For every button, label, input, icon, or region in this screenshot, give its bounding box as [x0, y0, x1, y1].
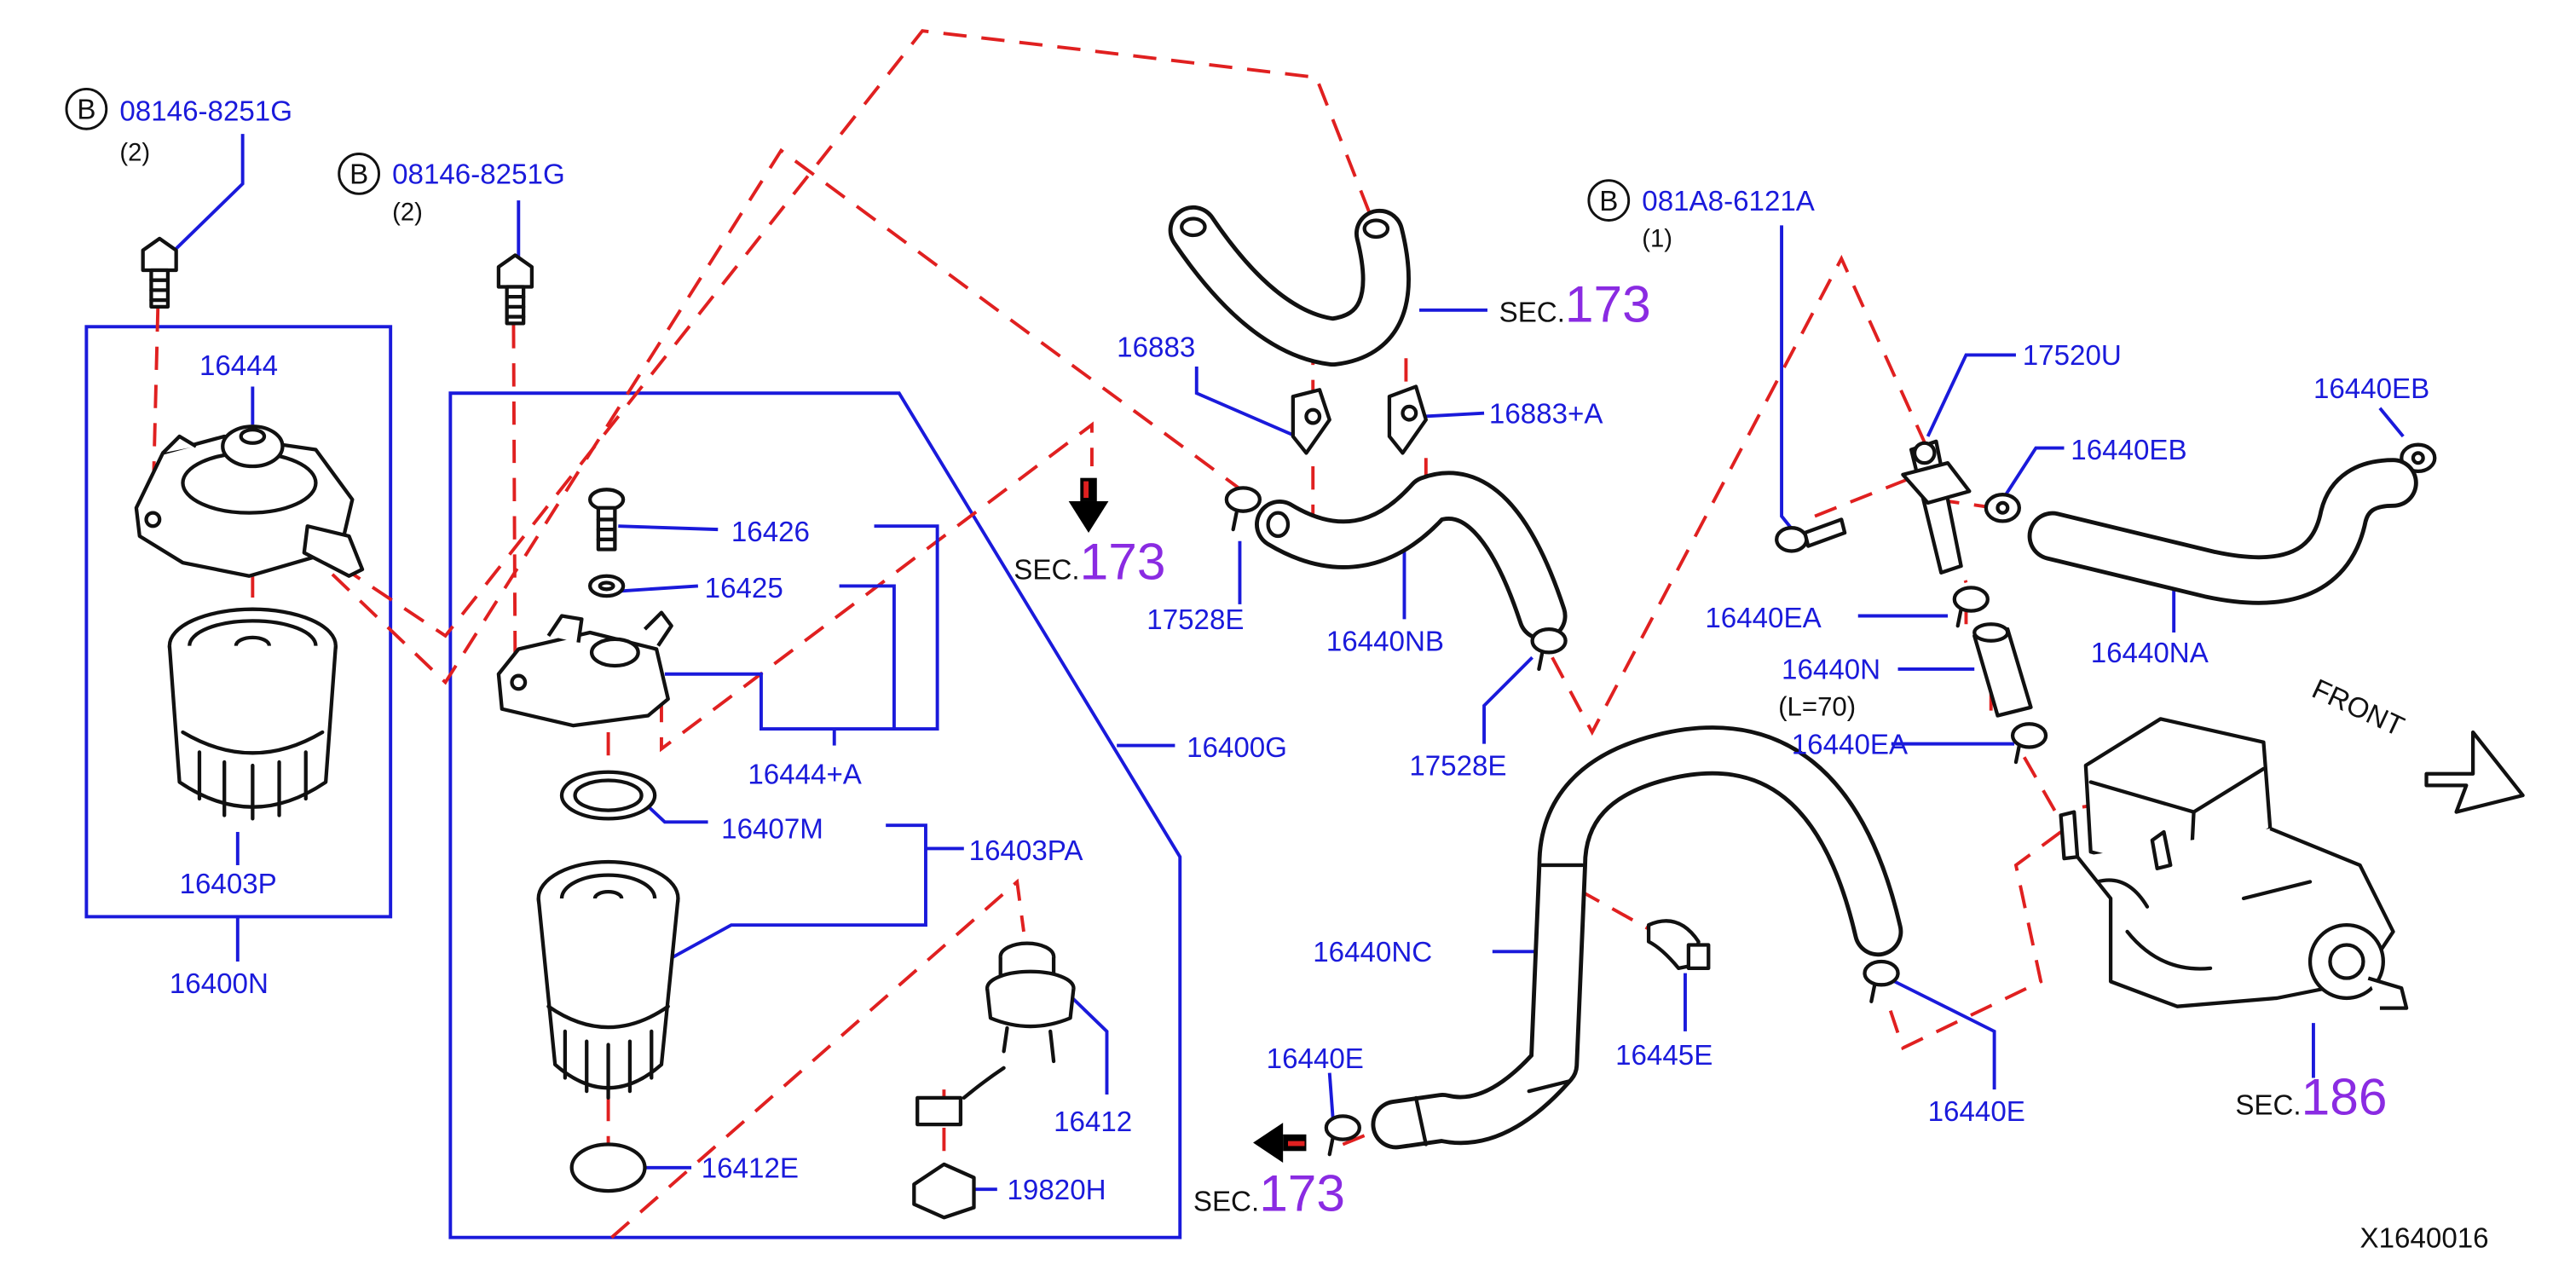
- hose-16440NA: [2027, 458, 2418, 605]
- label-17528E-right[interactable]: 17528E: [1409, 751, 1506, 783]
- label-17528E-left[interactable]: 17528E: [1146, 604, 1244, 636]
- clamp-17528E-right: [1530, 627, 1568, 672]
- label-16440N[interactable]: 16440N: [1782, 655, 1880, 686]
- bolt-17520U-mount: [1775, 517, 1847, 553]
- hose-clip-16445E: [1646, 919, 1711, 970]
- label-16412E[interactable]: 16412E: [702, 1152, 799, 1184]
- part-labels: 08146-8251G (2) 08146-8251G (2) 081A8-61…: [119, 95, 2488, 1254]
- bolt-16426: [587, 488, 626, 552]
- label-16440NA[interactable]: 16440NA: [2091, 638, 2209, 669]
- connector-19820H: [912, 1066, 1006, 1220]
- b-marker-c: B: [1587, 179, 1631, 222]
- b-marker-b: B: [338, 153, 380, 195]
- diagram-id: X1640016: [2360, 1222, 2489, 1254]
- label-16412[interactable]: 16412: [1054, 1106, 1132, 1138]
- section-refs: SEC.173 SEC.173 SEC.173 SEC.186: [1014, 274, 2387, 1222]
- bolt-16444-mount: [141, 236, 178, 309]
- label-16883a[interactable]: 16883+A: [1489, 398, 1603, 430]
- label-16445E[interactable]: 16445E: [1615, 1040, 1713, 1071]
- label-bolt-a-code[interactable]: 08146-8251G: [119, 95, 292, 127]
- label-16883[interactable]: 16883: [1117, 332, 1195, 363]
- label-bolt-b-qty: (2): [392, 199, 423, 226]
- label-bolt-b-code[interactable]: 08146-8251G: [392, 159, 565, 191]
- label-16440N-length: (L=70): [1778, 691, 1856, 721]
- b-marker-a: B: [65, 87, 108, 130]
- clamp-16440E-left: [1324, 1114, 1361, 1157]
- label-16440EA-a[interactable]: 16440EA: [1705, 603, 1822, 634]
- assembly-box-16400G: [448, 391, 1182, 1239]
- clamp-17528E-left: [1224, 486, 1262, 532]
- sec-ref-186-pump[interactable]: SEC.186: [2235, 1067, 2387, 1125]
- front-label: FRONT: [2307, 673, 2409, 743]
- hose-16440N: [1972, 622, 2033, 718]
- o-ring-16407M: [559, 770, 657, 821]
- label-16400N[interactable]: 16400N: [170, 968, 269, 1000]
- sec-ref-173-top[interactable]: SEC.173: [1499, 274, 1651, 332]
- hose-to-sec173-top: [1168, 205, 1411, 367]
- label-bolt-c-code[interactable]: 081A8-6121A: [1642, 186, 1816, 217]
- label-16403P[interactable]: 16403P: [180, 869, 277, 900]
- clamp-16440EB-a: [1984, 493, 2022, 523]
- water-sensor-16412: [985, 941, 1076, 1064]
- label-16407M[interactable]: 16407M: [721, 814, 823, 846]
- fuel-filter-16403PA: [536, 859, 680, 1100]
- clamp-16440EA-b: [2010, 722, 2048, 765]
- label-17520U[interactable]: 17520U: [2023, 340, 2122, 372]
- label-16400G[interactable]: 16400G: [1187, 732, 1287, 764]
- label-16440EB-a[interactable]: 16440EB: [2071, 435, 2186, 466]
- label-16444[interactable]: 16444: [199, 350, 278, 382]
- label-16440E-right[interactable]: 16440E: [1928, 1096, 2025, 1128]
- filter-head-16444a: [496, 610, 673, 728]
- bracket-17520U: [1901, 439, 1972, 575]
- svg-text:B: B: [77, 95, 95, 126]
- label-16440EB-b[interactable]: 16440EB: [2313, 373, 2429, 405]
- sec-ref-173-bottom[interactable]: SEC.173: [1193, 1164, 1345, 1222]
- arrow-down-sec173: [1068, 477, 1109, 534]
- label-bolt-c-qty: (1): [1642, 226, 1672, 253]
- fuel-filter-16403P: [167, 607, 338, 821]
- label-bolt-a-qty: (2): [119, 139, 150, 166]
- washer-16425: [587, 574, 626, 598]
- hose-16440NC: [1371, 725, 1903, 1150]
- label-16444a[interactable]: 16444+A: [748, 759, 862, 790]
- label-16403PA[interactable]: 16403PA: [969, 835, 1084, 867]
- svg-text:B: B: [1599, 186, 1618, 217]
- label-16440E-left[interactable]: 16440E: [1267, 1043, 1364, 1075]
- bolt-16444a-mount: [496, 253, 534, 326]
- label-16440EA-b[interactable]: 16440EA: [1792, 729, 1909, 760]
- svg-text:B: B: [349, 159, 368, 191]
- hose-16440NB: [1255, 471, 1568, 641]
- clamp-16440E-right: [1863, 959, 1900, 1003]
- injection-pump-sec186: [2059, 717, 2409, 1010]
- clamp-16440EA-a: [1952, 586, 1990, 628]
- hose-clip-16883: [1291, 388, 1331, 455]
- seal-16412E: [569, 1142, 647, 1193]
- hose-clip-16883a: [1387, 384, 1428, 455]
- label-16425[interactable]: 16425: [705, 573, 783, 604]
- arrow-left-sec173: [1253, 1123, 1307, 1163]
- label-16426[interactable]: 16426: [731, 517, 810, 548]
- label-16440NB[interactable]: 16440NB: [1326, 626, 1444, 657]
- sec-ref-173-filter[interactable]: SEC.173: [1014, 533, 1165, 591]
- label-19820H[interactable]: 19820H: [1008, 1175, 1106, 1206]
- front-direction-arrow: [2424, 730, 2525, 814]
- filter-head-16444: [134, 425, 365, 578]
- label-16440NC[interactable]: 16440NC: [1313, 937, 1432, 968]
